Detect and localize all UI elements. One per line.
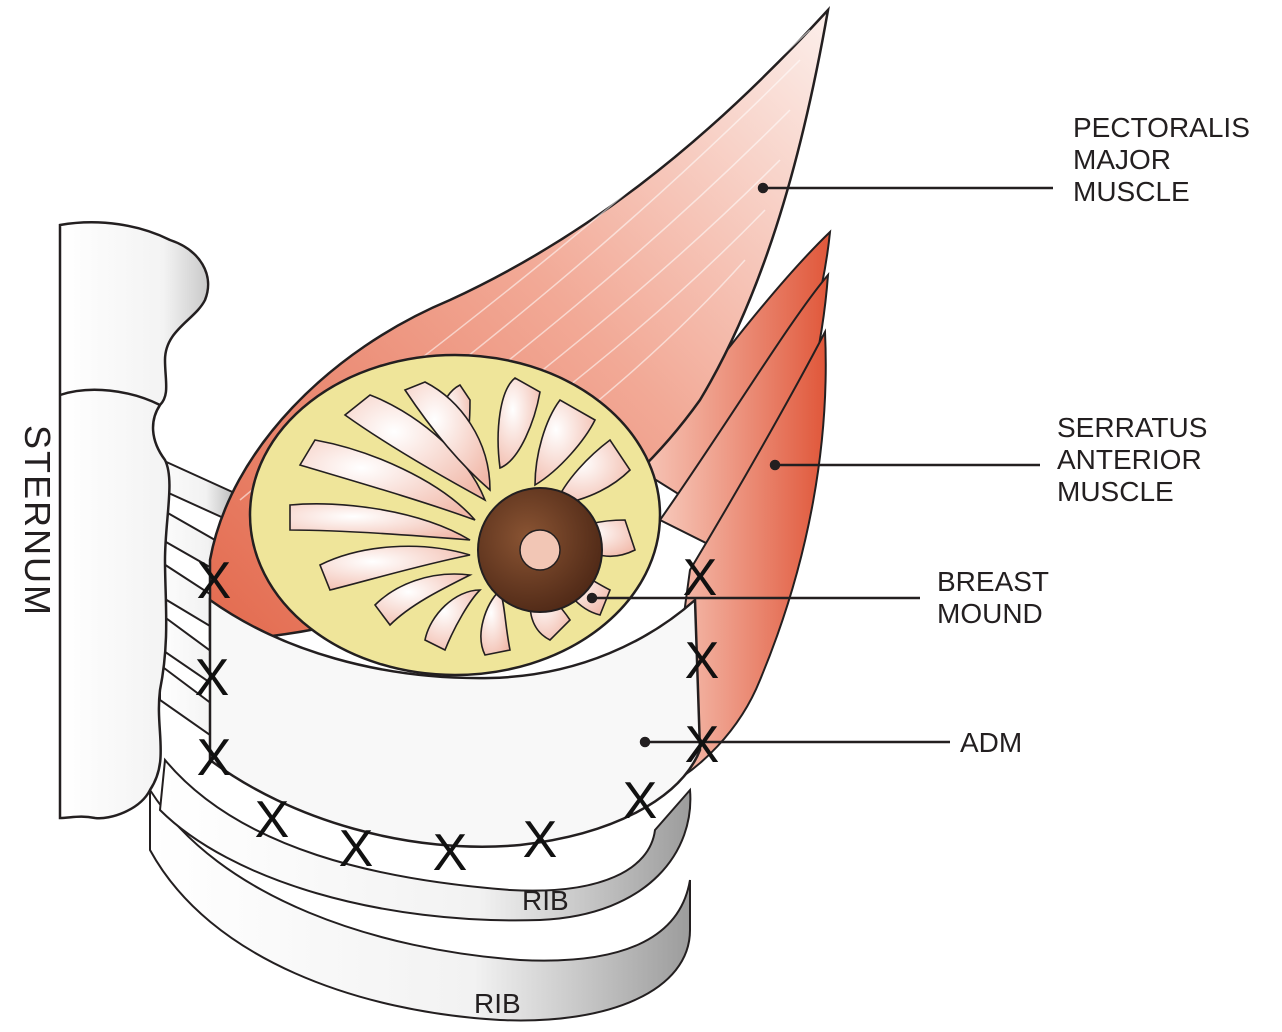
suture-mark: X	[197, 729, 232, 787]
sternum-label: STERNUM	[18, 425, 58, 685]
nipple	[520, 530, 560, 570]
pectoralis-label: PECTORALIS MAJOR MUSCLE	[1073, 112, 1250, 208]
suture-mark: X	[433, 824, 468, 882]
breast-label-line-1: BREAST	[937, 566, 1049, 598]
suture-mark: X	[623, 772, 658, 830]
suture-mark: X	[197, 552, 232, 610]
breast-label-line-2: MOUND	[937, 598, 1049, 630]
suture-mark: X	[685, 632, 720, 690]
rib-label-lower: RIB	[474, 988, 521, 1020]
pectoralis-label-line-3: MUSCLE	[1073, 176, 1250, 208]
serratus-label-line-1: SERRATUS	[1057, 412, 1207, 444]
serratus-label: SERRATUS ANTERIOR MUSCLE	[1057, 412, 1207, 508]
pectoralis-label-line-2: MAJOR	[1073, 144, 1250, 176]
suture-mark: X	[683, 549, 718, 607]
suture-mark: X	[685, 716, 720, 774]
suture-mark: X	[523, 811, 558, 869]
suture-mark: X	[195, 649, 230, 707]
suture-mark: X	[255, 791, 290, 849]
rib-label-upper: RIB	[522, 885, 569, 917]
breast-mound	[250, 355, 660, 675]
serratus-label-line-3: MUSCLE	[1057, 476, 1207, 508]
suture-mark: X	[339, 820, 374, 878]
sternum	[60, 222, 208, 818]
serratus-label-line-2: ANTERIOR	[1057, 444, 1207, 476]
breast-label: BREAST MOUND	[937, 566, 1049, 630]
adm-label: ADM	[960, 727, 1022, 759]
pectoralis-label-line-1: PECTORALIS	[1073, 112, 1250, 144]
